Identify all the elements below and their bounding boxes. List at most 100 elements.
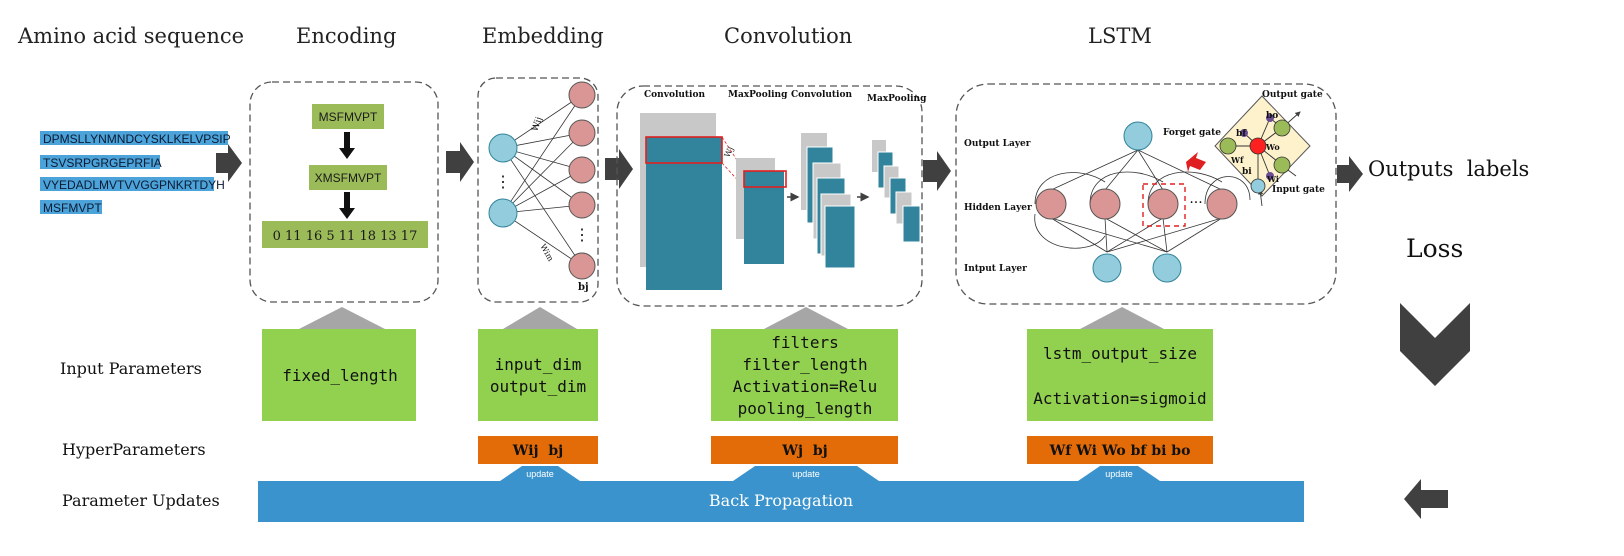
hyper-box-embedding <box>478 436 598 464</box>
conv-kernel-highlight <box>645 136 723 164</box>
lstm-output-node <box>1123 121 1153 151</box>
param-convolution-line: filter_length <box>742 355 867 374</box>
lstm-panel: Output Layer Hidden Layer Intput Layer <box>955 83 1337 305</box>
row-label-hyperparameters: HyperParameters <box>62 440 206 459</box>
cell-state-node <box>1249 137 1267 155</box>
update-label: update <box>526 469 554 479</box>
bf-label: bf <box>1236 129 1247 139</box>
embedding-weight-label-m: Wim <box>538 243 555 264</box>
lstm-hidden-node <box>1147 188 1179 220</box>
lstm-hidden-node <box>1089 188 1121 220</box>
right-arrow-icon <box>216 144 242 182</box>
conv-label-maxpooling: MaxPooling <box>728 90 788 100</box>
param-convolution-line: filters <box>771 333 838 352</box>
embedding-weight-label: Wij <box>530 116 544 133</box>
row-label-parameter-updates: Parameter Updates <box>62 491 220 510</box>
right-arrow-icon <box>446 142 474 182</box>
lstm-input-layer-label: Intput Layer <box>964 264 1027 274</box>
encoding-frame <box>249 81 439 303</box>
lstm-hidden-ellipsis: ··· <box>1189 195 1202 211</box>
param-box-convolution <box>711 329 898 421</box>
conv-link <box>721 136 745 172</box>
right-arrow-icon <box>1337 156 1363 192</box>
pointer-triangle <box>1080 307 1164 329</box>
lstm-output-layer-label: Output Layer <box>964 139 1031 149</box>
encoding-box-original <box>312 104 384 129</box>
encoding-box-padded-label: XMSFMVPT <box>315 171 382 185</box>
pointer-triangle <box>764 307 848 329</box>
embedding-bias-label: bj <box>578 282 589 293</box>
cell-input-node <box>1250 178 1266 194</box>
embedding-output-node <box>568 81 596 109</box>
bias-node <box>1240 129 1248 137</box>
encoding-box-original-label: MSFMVPT <box>319 110 378 124</box>
hyper-convolution-label: Wj bj <box>781 443 827 459</box>
down-arrow-icon <box>339 192 355 219</box>
update-label: update <box>792 469 820 479</box>
encoding-box-padded <box>309 165 387 190</box>
pointer-triangle <box>299 307 385 329</box>
backprop-bar: update update update Back Propagation <box>258 466 1304 522</box>
sequence-highlight <box>40 200 102 214</box>
lstm-input-node <box>1092 253 1122 283</box>
forget-gate-node <box>1219 137 1237 155</box>
conv-label-convolution: Convolution <box>644 90 705 100</box>
bias-node <box>1266 172 1274 180</box>
sequence-2: TSVSRPGRGEPRFIA <box>43 156 162 170</box>
param-box-encoding <box>262 329 416 421</box>
lstm-hidden-node <box>1206 188 1238 220</box>
embedding-output-node <box>568 119 596 147</box>
param-convolution-line: pooling_length <box>738 399 873 418</box>
input-gate-node <box>1273 156 1291 174</box>
hyper-embedding-label: Wij bj <box>512 443 563 459</box>
title-convolution: Convolution <box>724 24 852 48</box>
embedding-input-ellipsis: ⋮ <box>495 172 511 191</box>
chevron-down-icon <box>1400 303 1470 386</box>
lstm-hidden-layer-label: Hidden Layer <box>964 203 1032 213</box>
backprop-label: Back Propagation <box>709 491 853 510</box>
lstm-cell-highlight <box>1142 183 1186 227</box>
sequence-highlight <box>40 155 160 169</box>
input-gate-label: Input gate <box>1272 185 1325 195</box>
encoding-panel: MSFMVPT XMSFMVPT 0 11 16 5 11 18 13 17 <box>249 81 439 303</box>
left-arrow-icon <box>1404 479 1448 519</box>
conv-label-convolution-2: Convolution <box>791 90 852 100</box>
embedding-output-node <box>568 156 596 184</box>
lstm-input-node <box>1152 253 1182 283</box>
param-box-embedding <box>478 329 598 421</box>
embedding-input-node <box>488 198 518 228</box>
sequence-3: VYEDADLMVTVVGGPNKRTDYH <box>43 178 225 192</box>
title-amino-acid-sequence: Amino acid sequence <box>17 24 244 48</box>
loss-label: Loss <box>1406 234 1463 263</box>
embedding-output-node <box>568 191 596 219</box>
param-box-lstm <box>1027 329 1213 421</box>
pool-feature-map <box>744 171 784 264</box>
convolution-panel: Convolution MaxPooling Convolution MaxPo… <box>616 85 927 307</box>
update-label: update <box>1105 469 1133 479</box>
conv2-map <box>824 205 856 269</box>
conv-label-maxpooling-2: MaxPooling <box>867 94 927 104</box>
embedding-output-node <box>568 252 596 280</box>
pool-highlight <box>743 170 787 188</box>
convolution-frame <box>616 85 923 307</box>
pointer-triangle <box>503 307 577 329</box>
sequence-1: DPMSLLYNMNDCYSKLKELVPSIP <box>43 132 231 146</box>
title-embedding: Embedding <box>482 24 604 48</box>
outputs-labels: Outputs labels <box>1368 157 1529 181</box>
input-parameter-boxes: fixed_length input_dim output_dim filter… <box>262 307 1213 421</box>
conv-feature-map <box>646 137 722 290</box>
pool2-map <box>902 205 921 243</box>
encoding-numbers-box <box>262 221 428 248</box>
output-gate-node <box>1273 119 1291 137</box>
hyper-lstm-label: Wf Wi Wo bf bi bo <box>1049 443 1191 459</box>
sequence-list: DPMSLLYNMNDCYSKLKELVPSIP TSVSRPGRGEPRFIA… <box>40 131 231 215</box>
param-convolution-line: Activation=Relu <box>733 377 878 396</box>
stage-arrows <box>216 142 1363 192</box>
sequence-highlight <box>40 131 228 145</box>
param-embedding-line: input_dim <box>495 355 582 374</box>
param-lstm-line: lstm_output_size <box>1043 344 1197 363</box>
lstm-edges <box>1034 149 1251 253</box>
backprop-shape <box>258 466 1304 522</box>
lstm-frame <box>955 83 1337 305</box>
